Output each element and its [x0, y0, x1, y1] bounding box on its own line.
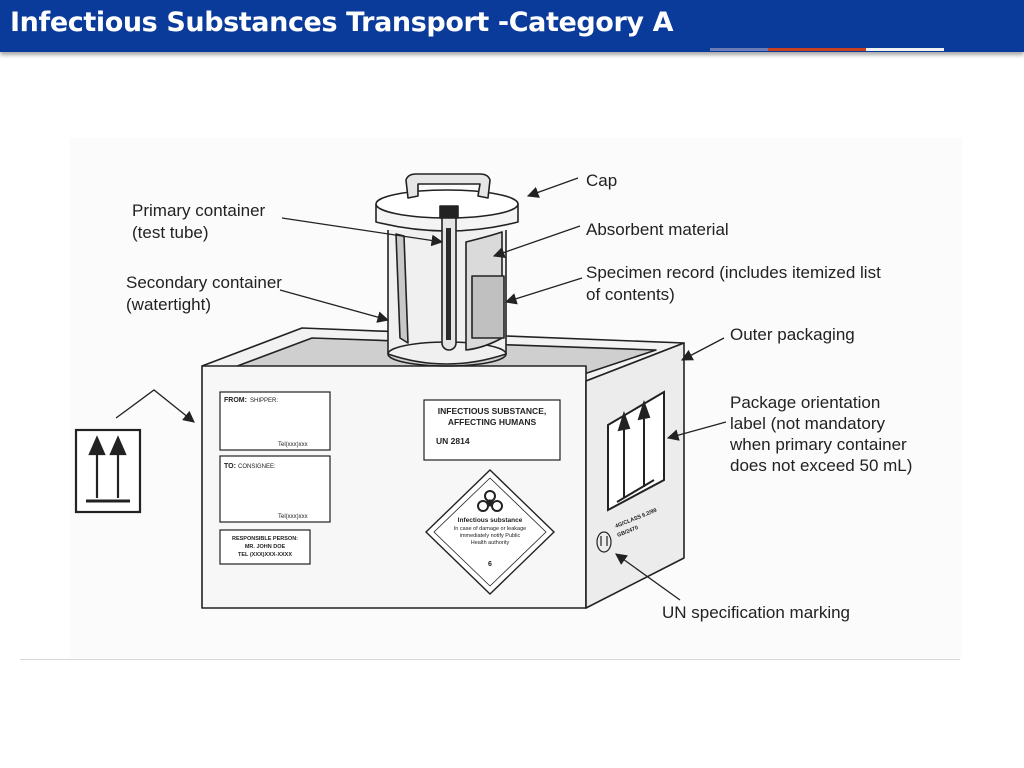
- un-marking-arrow: [615, 553, 681, 601]
- absorbent-callout: Absorbent material: [586, 220, 729, 239]
- title-accent-stripe: [710, 48, 768, 51]
- infectious-line-2: AFFECTING HUMANS: [448, 417, 537, 427]
- orientation-callout-4: does not exceed 50 mL): [730, 456, 912, 475]
- standalone-label-arrow: [115, 389, 195, 423]
- diamond-line-3: immediately notify Public: [460, 533, 521, 539]
- callout-arrows: [115, 177, 727, 601]
- bottom-divider: [20, 659, 960, 660]
- outer-packaging-arrow: [680, 337, 725, 361]
- outer-packaging-callout: Outer packaging: [730, 325, 855, 344]
- address-labels: [219, 391, 561, 565]
- primary-container-arrow: [281, 217, 444, 247]
- orientation-label-arrow: [666, 421, 727, 441]
- diamond-line-1: Infectious substance: [458, 517, 523, 524]
- responsible-line-1: RESPONSIBLE PERSON:: [232, 536, 298, 542]
- un-mark-icon: [596, 531, 612, 553]
- absorbent-arrow: [492, 225, 581, 259]
- specimen-record-sheet: [471, 275, 505, 339]
- infectious-line-3: UN 2814: [436, 436, 470, 446]
- consignee-text: CONSIGNEE:: [238, 464, 276, 470]
- orientation-callout-3: when primary container: [729, 435, 907, 454]
- responsible-line-2: MR. JOHN DOE: [245, 544, 286, 550]
- cap-handle: [405, 173, 491, 199]
- responsible-line-3: TEL (XXX)XXX-XXXX: [238, 552, 292, 558]
- secondary-container-arrow: [279, 289, 390, 323]
- page-title: Infectious Substances Transport -Categor…: [10, 7, 674, 38]
- secondary-container: [375, 173, 519, 367]
- title-accent-stripe: [866, 48, 944, 51]
- to-label: [219, 455, 331, 523]
- from-text: FROM:: [224, 397, 247, 404]
- from-tel-text: Tel(xxx)xxx: [278, 442, 308, 448]
- responsible-person-label: [219, 529, 311, 565]
- orientation-callout-2: label (not mandatory: [730, 414, 885, 433]
- cap-callout: Cap: [586, 171, 617, 190]
- packaging-diagram: FROM: SHIPPER: Tel(xxx)xxx TO: CONSIGNEE…: [70, 138, 962, 658]
- infectious-line-1: INFECTIOUS SUBSTANCE,: [438, 406, 546, 416]
- primary-callout-2: (test tube): [132, 223, 209, 242]
- to-text: TO:: [224, 463, 236, 470]
- title-accent-stripe: [768, 48, 866, 51]
- secondary-callout-1: Secondary container: [126, 273, 282, 292]
- specimen-record-arrow: [504, 277, 583, 305]
- cap-arrow: [526, 177, 579, 198]
- specimen-callout-2: of contents): [586, 285, 675, 304]
- primary-callout-1: Primary container: [132, 201, 266, 220]
- orientation-label-standalone: [74, 428, 142, 514]
- secondary-callout-2: (watertight): [126, 295, 211, 314]
- from-label: [219, 391, 331, 451]
- diamond-line-2: In case of damage or leakage: [454, 526, 526, 532]
- biohazard-diamond: [424, 469, 556, 595]
- to-tel-text: Tel(xxx)xxx: [278, 514, 308, 520]
- side-orientation-label: [607, 390, 665, 512]
- infectious-substance-label: [423, 399, 561, 461]
- tube-cap: [439, 205, 459, 219]
- diamond-line-4: Health authority: [471, 540, 510, 546]
- un-marking-callout: UN specification marking: [662, 603, 850, 622]
- orientation-callout-1: Package orientation: [730, 393, 880, 412]
- shipper-text: SHIPPER:: [250, 398, 278, 404]
- diamond-class: 6: [488, 561, 492, 568]
- specimen-callout-1: Specimen record (includes itemized list: [586, 263, 881, 282]
- title-bar: Infectious Substances Transport -Categor…: [0, 0, 1024, 52]
- biohazard-icon: [477, 490, 503, 512]
